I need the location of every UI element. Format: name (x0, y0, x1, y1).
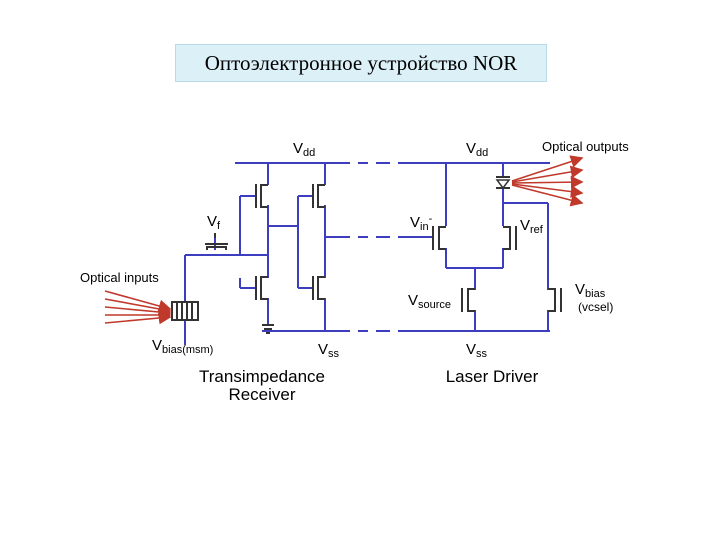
ground-symbol (262, 324, 274, 334)
vbias-vcsel-label: Vbias (575, 281, 606, 300)
vdd-right-label: Vdd (466, 140, 488, 159)
feedback-transistor (205, 233, 228, 250)
driver-caption: Laser Driver (446, 367, 539, 386)
page-title: Оптоэлектронное устройство NOR (204, 50, 518, 75)
receiver-caption-line1: Transimpedance (199, 367, 325, 386)
driver-wiring (398, 163, 549, 331)
vdd-left-label: Vdd (293, 140, 315, 159)
vf-label: Vf (207, 213, 221, 232)
optical-inputs-label: Optical inputs (80, 270, 159, 285)
driver-transistor-bias (548, 288, 562, 312)
driver-transistor-input (432, 226, 446, 250)
vcsel-label: (vcsel) (578, 300, 613, 314)
receiver-caption-line2: Receiver (228, 385, 295, 404)
vin-label: Vin- (410, 213, 433, 233)
vref-label: Vref (520, 217, 544, 236)
vcsel-laser (495, 176, 511, 190)
driver-transistor-ref (503, 226, 517, 250)
optical-output-arrows (511, 155, 584, 207)
optical-outputs-label: Optical outputs (542, 139, 629, 154)
receiver-transistor-bottom-right (312, 276, 325, 300)
title-box: Оптоэлектронное устройство NOR (175, 44, 547, 82)
msm-photodetector (171, 301, 199, 321)
receiver-transistor-top-right (312, 184, 325, 208)
receiver-wiring (184, 163, 390, 345)
receiver-transistor-bottom-left (255, 276, 268, 300)
vsource-label: Vsource (408, 292, 451, 311)
driver-transistor-source (461, 288, 475, 312)
vbias-msm-label: Vbias(msm) (152, 337, 213, 356)
receiver-transistor-top-left (255, 184, 268, 208)
vss-right-label: Vss (466, 341, 488, 360)
optical-input-arrows (104, 290, 172, 325)
vss-left-label: Vss (318, 341, 340, 360)
